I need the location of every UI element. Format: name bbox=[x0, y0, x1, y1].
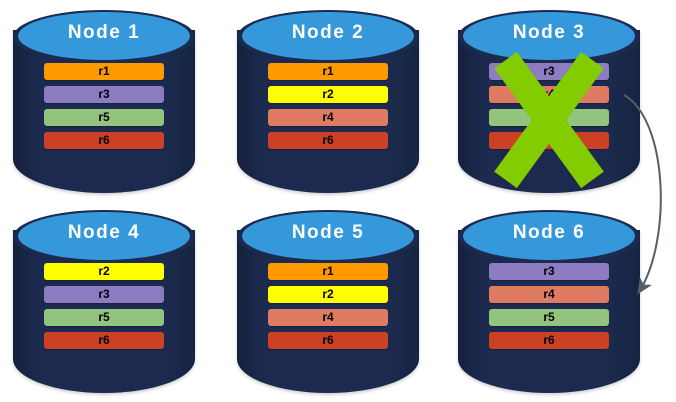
record-bar[interactable]: r1 bbox=[268, 63, 388, 80]
record-bar[interactable]: r2 bbox=[44, 263, 164, 280]
record-bar[interactable]: r2 bbox=[268, 86, 388, 103]
record-bar[interactable]: r1 bbox=[268, 263, 388, 280]
node-cylinder-5[interactable]: Node 5 r1 r2 r4 r6 bbox=[237, 210, 419, 400]
node-title: Node 3 bbox=[512, 22, 586, 43]
record-bar[interactable]: r6 bbox=[489, 332, 609, 349]
record-bar[interactable]: r3 bbox=[489, 263, 609, 280]
node-cylinder-1[interactable]: Node 1 r1 r3 r5 r6 bbox=[13, 10, 195, 200]
node-cylinder-4[interactable]: Node 4 r2 r3 r5 r6 bbox=[13, 210, 195, 400]
record-bar[interactable]: r6 bbox=[268, 132, 388, 149]
record-bar[interactable]: r5 bbox=[489, 309, 609, 326]
record-bar[interactable]: r3 bbox=[44, 286, 164, 303]
record-bar[interactable]: r4 bbox=[268, 109, 388, 126]
record-bar[interactable]: r5 bbox=[489, 109, 609, 126]
node-title: Node 2 bbox=[291, 22, 365, 43]
node-title: Node 1 bbox=[67, 22, 141, 43]
cylinder-top-ellipse bbox=[242, 212, 414, 260]
record-bar[interactable]: r5 bbox=[44, 309, 164, 326]
record-list: r2 r3 r5 r6 bbox=[44, 263, 164, 355]
record-bar[interactable]: r3 bbox=[489, 63, 609, 80]
record-bar[interactable]: r6 bbox=[268, 332, 388, 349]
record-bar[interactable]: r3 bbox=[44, 86, 164, 103]
record-bar[interactable]: r4 bbox=[489, 86, 609, 103]
cylinder-top-ellipse bbox=[18, 12, 190, 60]
cylinder-top-ellipse bbox=[242, 12, 414, 60]
record-bar[interactable]: r1 bbox=[44, 63, 164, 80]
record-list: r1 r2 r4 r6 bbox=[268, 63, 388, 155]
node-cylinder-2[interactable]: Node 2 r1 r2 r4 r6 bbox=[237, 10, 419, 200]
node-title: Node 4 bbox=[67, 222, 141, 243]
cylinder-top-ellipse bbox=[463, 212, 635, 260]
node-cylinder-3[interactable]: Node 3 r3 r4 r5 r6 bbox=[458, 10, 640, 200]
record-list: r1 r2 r4 r6 bbox=[268, 263, 388, 355]
record-bar[interactable]: r4 bbox=[268, 309, 388, 326]
record-bar[interactable]: r5 bbox=[44, 109, 164, 126]
record-list: r3 r4 r5 r6 bbox=[489, 263, 609, 355]
node-title: Node 5 bbox=[291, 222, 365, 243]
node-cylinder-6[interactable]: Node 6 r3 r4 r5 r6 bbox=[458, 210, 640, 400]
record-bar[interactable]: r6 bbox=[44, 132, 164, 149]
record-bar[interactable]: r2 bbox=[268, 286, 388, 303]
cylinder-top-ellipse bbox=[18, 212, 190, 260]
record-bar[interactable]: r4 bbox=[489, 286, 609, 303]
record-list: r3 r4 r5 r6 bbox=[489, 63, 609, 155]
record-bar[interactable]: r6 bbox=[489, 132, 609, 149]
record-bar[interactable]: r6 bbox=[44, 332, 164, 349]
record-list: r1 r3 r5 r6 bbox=[44, 63, 164, 155]
node-title: Node 6 bbox=[512, 222, 586, 243]
